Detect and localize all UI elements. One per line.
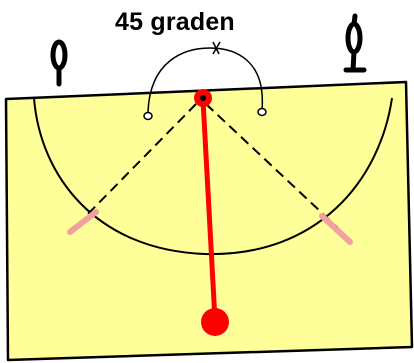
angle-tick (212, 41, 221, 55)
marker-left (67, 209, 99, 235)
angle-label: 45 graden (115, 8, 235, 36)
angle-end-right (257, 107, 267, 117)
hook-left-icon (50, 39, 68, 87)
pendulum-bob (201, 308, 229, 336)
angle-arc (147, 47, 264, 113)
marker-right (319, 213, 353, 245)
pendulum-string (200, 97, 218, 323)
hook-right-icon (343, 13, 367, 73)
swing-line-left (83, 103, 197, 219)
swing-line-right (205, 103, 339, 229)
pivot-center (200, 95, 206, 101)
angle-end-left (143, 111, 153, 121)
arc (33, 97, 393, 256)
